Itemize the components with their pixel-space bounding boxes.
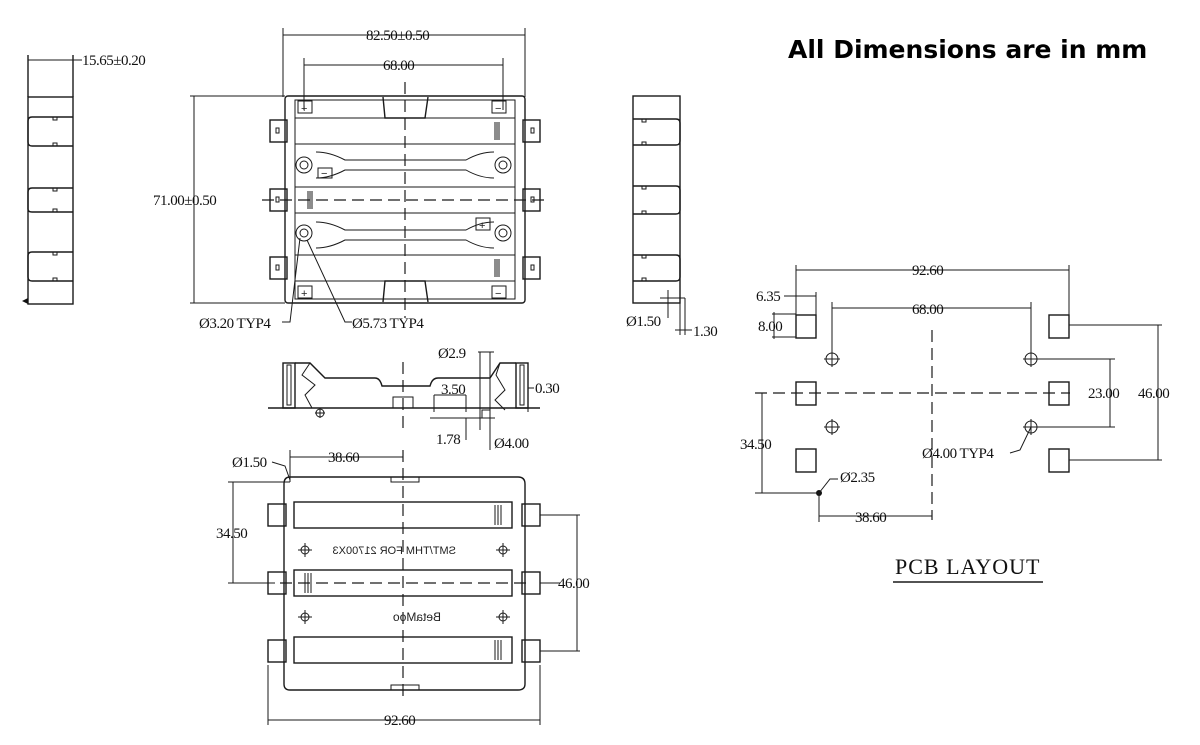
polarity-mark: −: [495, 288, 501, 300]
pin-diameter-label: Ø1.50: [626, 314, 661, 330]
pcb-layout: 92.60 6.35 8.00 68.00 23.00 46.00 34.50 …: [740, 263, 1170, 583]
overall-width-label: 82.50±0.50: [366, 28, 429, 44]
pin-length-label: 1.78: [436, 432, 460, 448]
bottom-vertical-offset-label: 34.50: [216, 526, 247, 542]
polarity-mark: +: [479, 220, 485, 232]
depth-label: 3.50: [441, 382, 465, 398]
bottom-pin-spacing-label: 46.00: [558, 576, 589, 592]
hole-diameter-label: Ø2.9: [438, 346, 466, 362]
thickness-label: 0.30: [535, 381, 559, 397]
pin-offset-label: 1.30: [693, 324, 717, 340]
side-view-left: 15.65±0.20: [22, 53, 146, 305]
pcb-pad: [1048, 314, 1070, 339]
polarity-mark: +: [301, 103, 307, 115]
boss-diameter-label: Ø4.00: [494, 436, 529, 452]
polarity-mark: −: [321, 168, 327, 180]
bottom-offset-label: 38.60: [328, 450, 359, 466]
pcb-hole-spacing-label: 68.00: [912, 302, 943, 318]
hole-spacing-label: 68.00: [383, 58, 414, 74]
pcb-locator-hole-label: Ø2.35: [840, 470, 875, 486]
pcb-vertical-offset-label: 34.50: [740, 437, 771, 453]
top-view: 82.50±0.50 68.00 71.00±0.50 Ø3.20 TYP4 Ø…: [153, 28, 548, 332]
polarity-mark: +: [301, 288, 307, 300]
pcb-overall-width-label: 92.60: [912, 263, 943, 279]
front-section-view: Ø2.9 3.50 0.30 1.78 Ø4.00: [268, 346, 560, 452]
pcb-mount-hole-label: Ø4.00 TYP4: [922, 446, 994, 462]
pcb-pad-width-label: 6.35: [756, 289, 780, 305]
bottom-pin-diameter-label: Ø1.50: [232, 455, 267, 471]
pcb-pad: [795, 314, 817, 339]
pcb-hole-vspacing-label: 23.00: [1088, 386, 1119, 402]
embossed-model-text: SMT/THM FOR 21700X3: [333, 545, 456, 557]
pcb-pad-vspacing-label: 46.00: [1138, 386, 1169, 402]
overall-height-label: 71.00±0.50: [153, 193, 216, 209]
large-hole-label: Ø5.73 TYP4: [352, 316, 424, 332]
pcb-horizontal-offset-label: 38.60: [855, 510, 886, 526]
bottom-overall-width-label: 92.60: [384, 713, 415, 729]
pcb-pad-height-label: 8.00: [758, 319, 782, 335]
pcb-pad: [795, 448, 817, 473]
embossed-brand-text: BetaMoo: [393, 610, 441, 624]
pcb-layout-title: PCB LAYOUT: [895, 554, 1041, 579]
side-width-label: 15.65±0.20: [82, 53, 145, 69]
side-view-right: Ø1.50 1.30: [626, 95, 718, 340]
bottom-view: SMT/THM FOR 21700X3 BetaMoo Ø1.50 38.60 …: [216, 450, 590, 729]
small-hole-label: Ø3.20 TYP4: [199, 316, 271, 332]
polarity-mark: −: [495, 103, 501, 115]
units-note: All Dimensions are in mm: [788, 35, 1147, 64]
pcb-pad: [1048, 448, 1070, 473]
